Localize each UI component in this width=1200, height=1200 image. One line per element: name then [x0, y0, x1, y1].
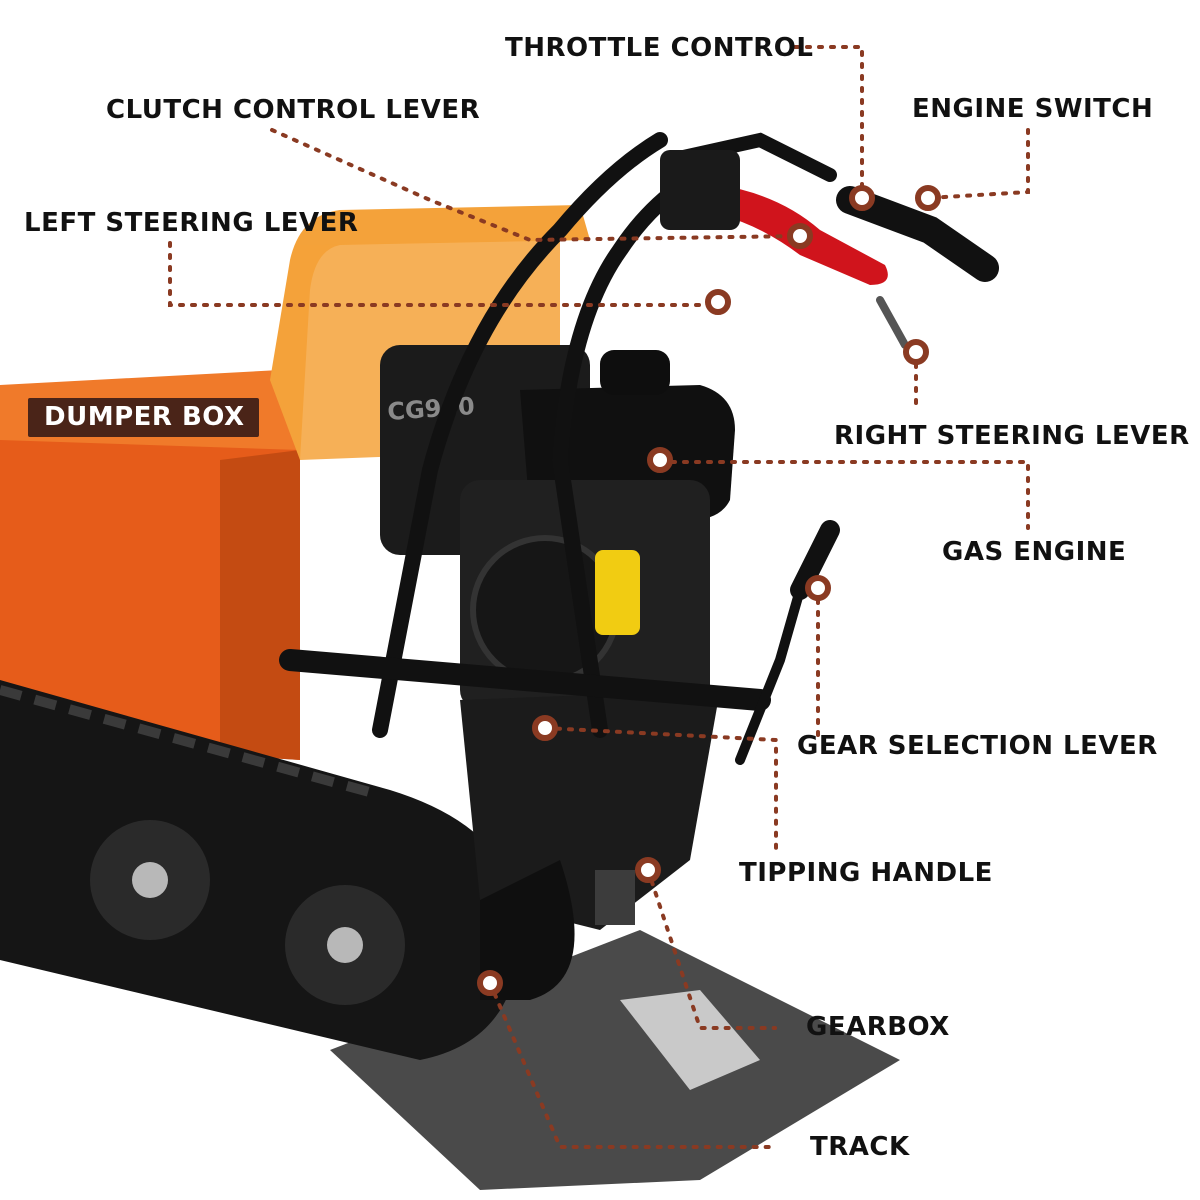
ground-shadow-inner [620, 990, 760, 1090]
leader-lines [168, 45, 1030, 1149]
marker-gear-selection-lever [805, 575, 831, 601]
marker-gearbox [635, 857, 661, 883]
label-dumper-box: DUMPER BOX [28, 398, 259, 437]
marker-track [477, 970, 503, 996]
label-tipping-handle: TIPPING HANDLE [739, 858, 993, 888]
engine-block: CG960 [380, 345, 735, 710]
marker-left-steering-lever [705, 289, 731, 315]
label-left-steering-lever: LEFT STEERING LEVER [24, 208, 359, 238]
label-throttle-control: THROTTLE CONTROL [505, 33, 814, 63]
label-gear-selection-lever: GEAR SELECTION LEVER [797, 731, 1158, 761]
marker-tipping-handle [532, 715, 558, 741]
dumper-box-body [0, 205, 590, 760]
label-track: TRACK [810, 1132, 910, 1162]
marker-engine-switch [915, 185, 941, 211]
label-right-steering-lever: RIGHT STEERING LEVER [834, 421, 1190, 451]
marker-gas-engine [647, 447, 673, 473]
handlebar-frame [279, 132, 999, 765]
callout-markers [477, 185, 941, 996]
label-gas-engine: GAS ENGINE [942, 537, 1127, 567]
track-assembly [0, 680, 520, 1060]
label-gearbox: GEARBOX [806, 1012, 950, 1042]
marker-right-steering-lever [903, 339, 929, 365]
marker-throttle-control [849, 185, 875, 211]
control-box [660, 150, 740, 230]
label-clutch-control-lever: CLUTCH CONTROL LEVER [106, 95, 481, 125]
label-engine-switch: ENGINE SWITCH [912, 94, 1154, 124]
marker-clutch-control-lever [787, 223, 813, 249]
